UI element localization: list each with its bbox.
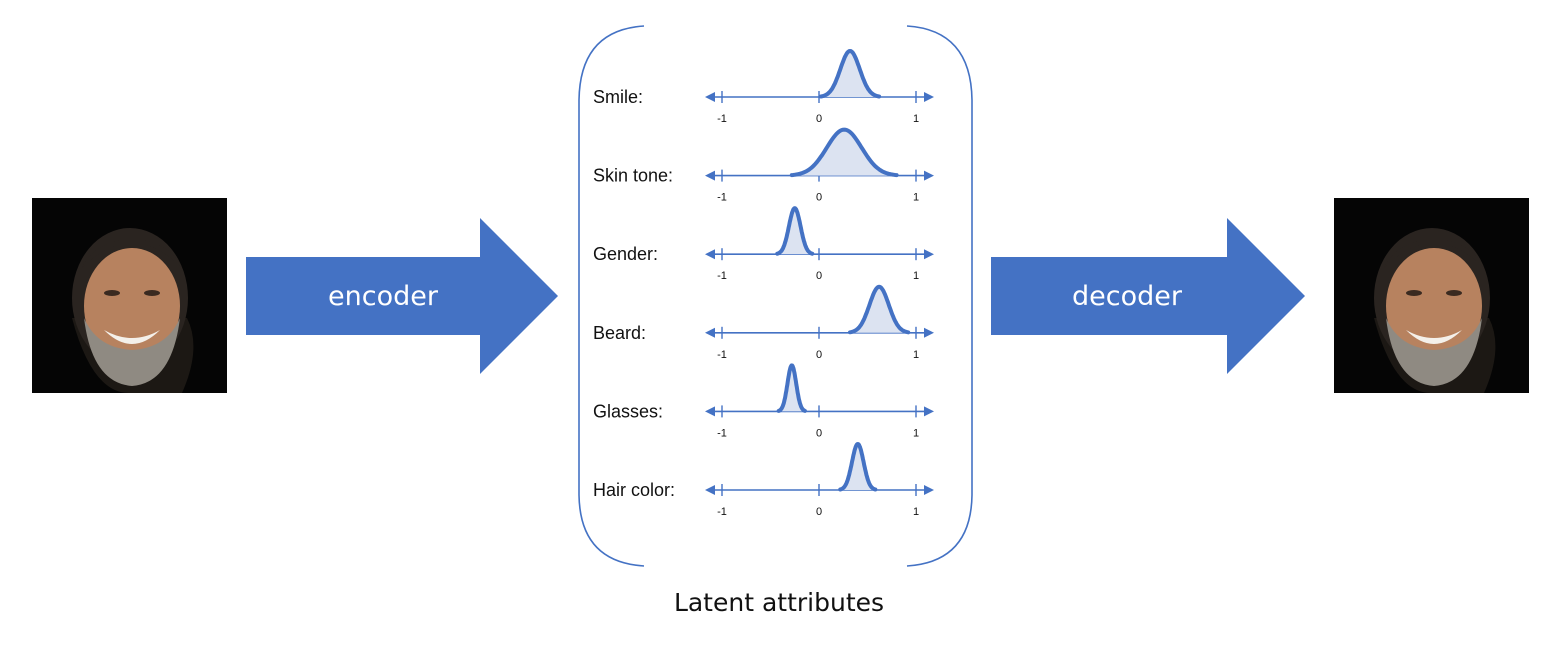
input-face-photo	[32, 198, 227, 393]
attribute-row: Smile: -1 0 1	[593, 48, 934, 125]
tick-label: 0	[816, 349, 822, 361]
attribute-label: Gender:	[593, 244, 658, 264]
attribute-row: Hair color: -1 0 1	[593, 441, 934, 518]
tick-label: 1	[913, 113, 919, 125]
tick-label: 1	[913, 270, 919, 282]
attribute-label: Smile:	[593, 87, 643, 107]
decoder-arrow: decoder	[991, 218, 1305, 374]
tick-label: 1	[913, 192, 919, 204]
tick-label: 0	[816, 192, 822, 204]
tick-label: 1	[913, 506, 919, 518]
tick-label: 0	[816, 506, 822, 518]
left-bracket	[578, 25, 645, 567]
axis-arrow-right	[924, 327, 934, 338]
tick-label: 0	[816, 270, 822, 282]
attribute-label: Hair color:	[593, 480, 675, 500]
attribute-label: Glasses:	[593, 401, 663, 421]
tick-label: 0	[816, 427, 822, 439]
tick-label: 1	[913, 427, 919, 439]
axis-arrow-left	[705, 170, 715, 181]
tick-label: -1	[717, 113, 727, 125]
axis-arrow-left	[705, 485, 715, 495]
axis-arrow-right	[924, 485, 934, 495]
decoder-label: decoder	[1072, 281, 1183, 312]
attribute-label: Beard:	[593, 323, 646, 343]
latent-bracket	[578, 25, 973, 567]
axis-arrow-right	[924, 249, 934, 260]
latent-caption: Latent attributes	[674, 588, 884, 617]
attribute-row: Glasses: -1 0 1	[593, 363, 934, 439]
encoder-label: encoder	[328, 281, 439, 312]
attribute-row: Beard: -1 0 1	[593, 284, 934, 361]
tick-label: -1	[717, 506, 727, 518]
distribution-curve	[818, 48, 882, 99]
axis-arrow-left	[705, 327, 715, 338]
attribute-label: Skin tone:	[593, 166, 673, 186]
axis-arrow-left	[705, 406, 715, 417]
distribution-curve	[848, 284, 911, 335]
attribute-row: Skin tone: -1 0 1	[593, 127, 934, 204]
distribution-curve	[776, 363, 807, 413]
tick-label: 0	[816, 113, 822, 125]
tick-label: -1	[717, 427, 727, 439]
face-photo-icon	[1374, 228, 1496, 393]
axis-arrow-right	[924, 170, 934, 181]
tick-label: -1	[717, 192, 727, 204]
right-bracket	[906, 25, 973, 567]
tick-label: -1	[717, 270, 727, 282]
output-face-photo	[1334, 198, 1529, 393]
distribution-curve	[775, 206, 815, 256]
distribution-curve	[838, 441, 878, 492]
distribution-fill	[791, 129, 897, 176]
encoder-arrow: encoder	[246, 218, 558, 374]
tick-label: 1	[913, 349, 919, 361]
axis-arrow-right	[924, 92, 934, 102]
axis-arrow-left	[705, 92, 715, 102]
tick-label: -1	[717, 349, 727, 361]
attribute-row: Gender: -1 0 1	[593, 206, 934, 282]
face-photo-icon	[72, 228, 194, 393]
axis-arrow-right	[924, 406, 934, 417]
distribution-curve	[789, 127, 899, 178]
axis-arrow-left	[705, 249, 715, 260]
